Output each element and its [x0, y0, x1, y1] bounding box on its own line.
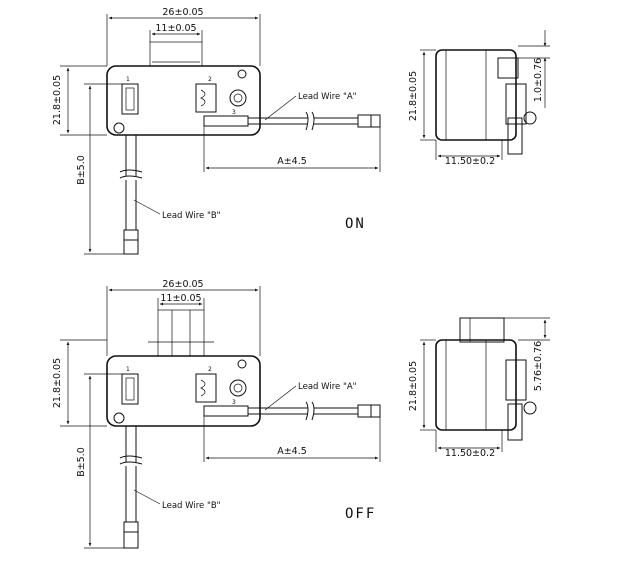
- on-switch-body: [106, 65, 261, 136]
- on-dim-side-offset: 1.0±0.76: [533, 58, 544, 102]
- off-dim-width: 26±0.05: [162, 279, 203, 290]
- on-state-label: ON: [345, 216, 366, 232]
- on-actuator: [149, 41, 203, 67]
- on-pin-2: 2: [208, 76, 212, 83]
- off-dim-lead-b: B±5.0: [76, 447, 87, 477]
- on-view: 1 2 3: [52, 7, 550, 255]
- off-dim-lead-a: A±4.5: [277, 446, 307, 457]
- off-state-label: OFF: [345, 506, 376, 522]
- off-dim-side-depth: 11.50±0.2: [445, 448, 495, 459]
- off-dim-height: 21.8±0.05: [52, 358, 63, 408]
- off-dimensions: 26±0.05 11±0.05 21.8±0.05 B±5.0 A±4.5 Le…: [52, 279, 381, 549]
- on-pin-3: 3: [232, 109, 236, 116]
- off-side-view: 21.8±0.05 11.50±0.2 5.76±0.76: [408, 317, 550, 459]
- off-pin-1: 1: [126, 366, 130, 373]
- on-dim-width: 26±0.05: [162, 7, 203, 18]
- on-dim-lead-b: B±5.0: [76, 155, 87, 185]
- off-view: 1 2 3 26±0.05: [52, 279, 550, 549]
- on-front-view: 1 2 3: [106, 41, 381, 255]
- on-dim-inner-width: 11±0.05: [155, 23, 196, 34]
- off-dim-side-height: 21.8±0.05: [408, 361, 419, 411]
- off-front-view: 1 2 3: [106, 309, 381, 549]
- on-dim-height: 21.8±0.05: [52, 75, 63, 125]
- on-dimensions: 26±0.05 11±0.05 21.8±0.05 B±5.0 A±4.5 Le…: [52, 7, 381, 255]
- off-actuator: [157, 309, 205, 357]
- on-dim-side-depth: 11.50±0.2: [445, 156, 495, 167]
- on-lead-a-label: Lead Wire "A": [298, 92, 357, 102]
- on-dim-side-height: 21.8±0.05: [408, 71, 419, 121]
- off-lead-b-label: Lead Wire "B": [162, 501, 221, 511]
- on-pin-1: 1: [126, 76, 130, 83]
- off-dim-side-offset: 5.76±0.76: [533, 341, 544, 391]
- off-switch-body: [106, 355, 261, 427]
- on-lead-b-label: Lead Wire "B": [162, 211, 221, 221]
- off-dim-inner-width: 11±0.05: [160, 293, 201, 304]
- off-lead-a-label: Lead Wire "A": [298, 382, 357, 392]
- off-pin-2: 2: [208, 366, 212, 373]
- on-side-view: 21.8±0.05 11.50±0.2 1.0±0.76: [408, 30, 550, 167]
- off-pin-3: 3: [232, 399, 236, 406]
- on-dim-lead-a: A±4.5: [277, 156, 307, 167]
